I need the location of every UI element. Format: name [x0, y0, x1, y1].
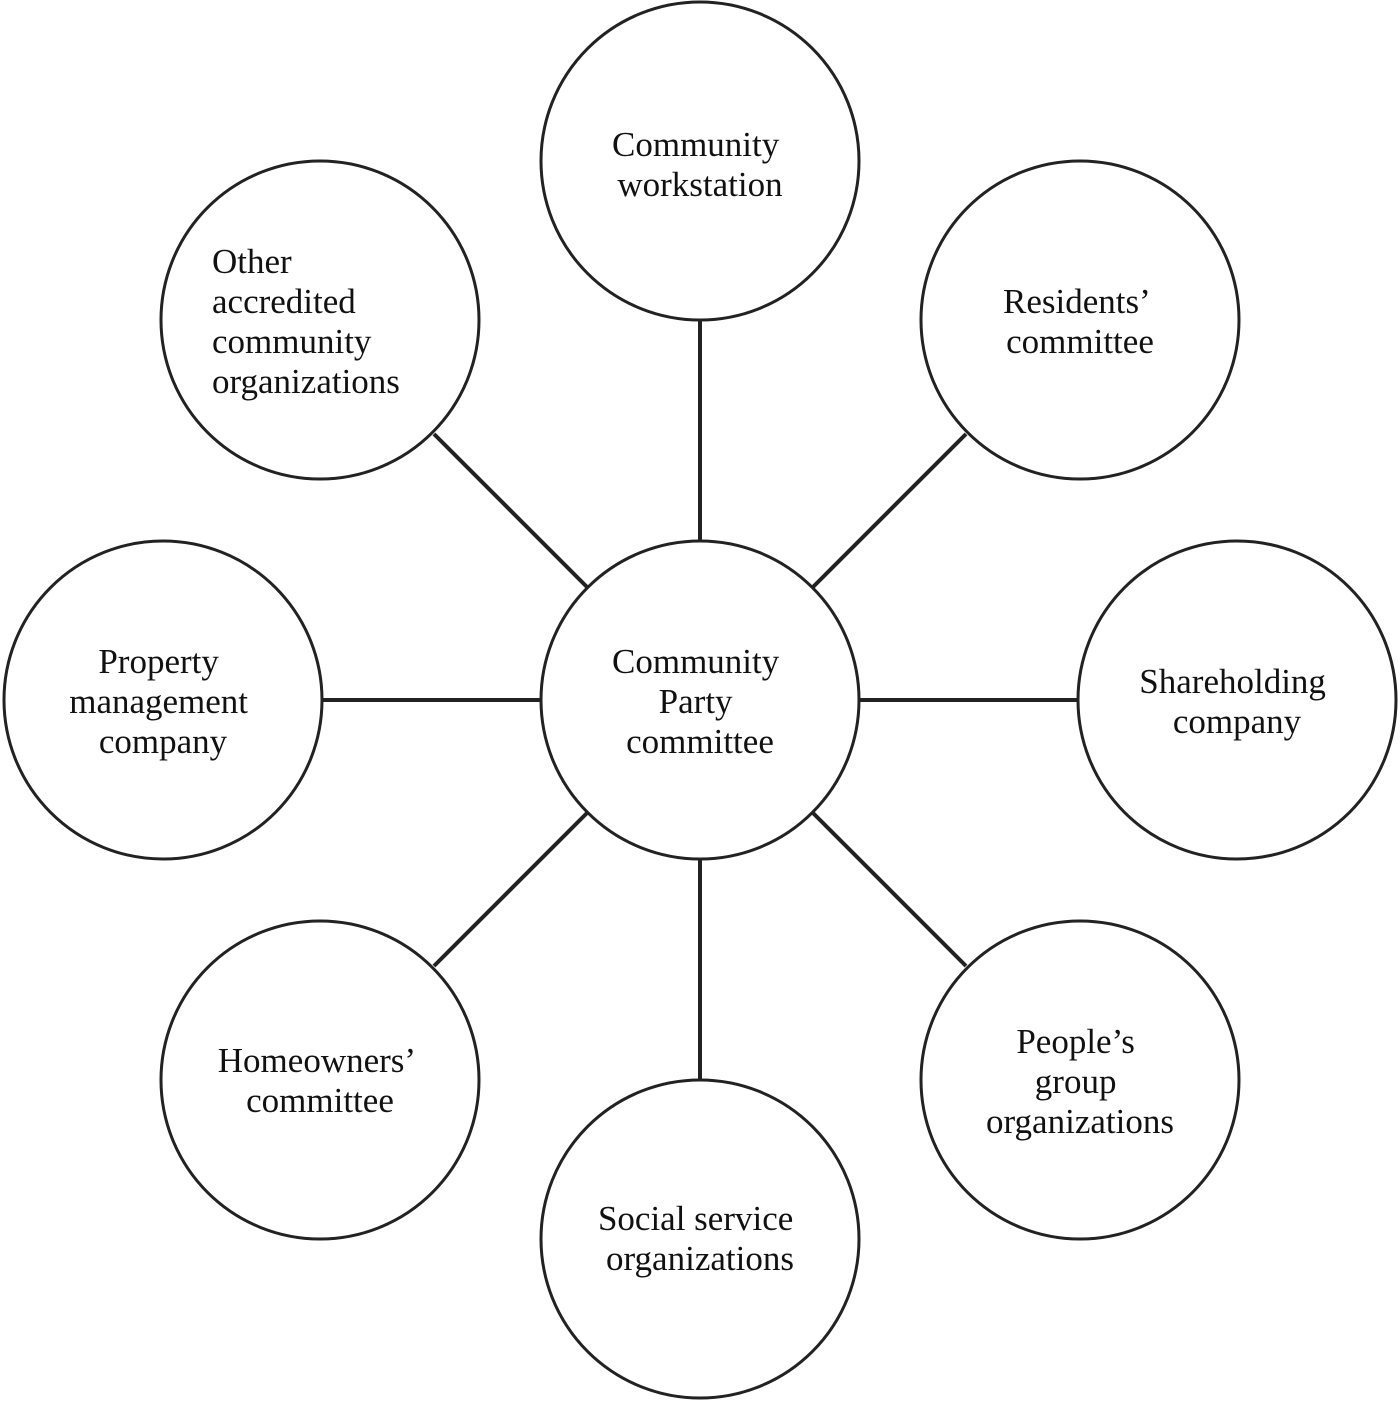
node-circle [159, 919, 481, 1241]
node-label-line: management [69, 682, 248, 721]
node-label-line: Property [98, 642, 219, 681]
node-label: Other accredited community organizations [212, 242, 400, 401]
node-label-line: organizations [606, 1239, 794, 1278]
node-label-line: workstation [617, 165, 782, 204]
node-circle [159, 159, 481, 481]
node-label-line: accredited [212, 282, 356, 321]
node-label: Community workstation [612, 125, 788, 204]
node-label: Community Party committee [612, 642, 788, 761]
node-label-line: Shareholding [1139, 662, 1326, 701]
connector-peoples-group-organizations [811, 811, 968, 968]
node-circle [539, 1078, 861, 1400]
node-label-line: committee [626, 722, 774, 761]
node-label: Property management company [69, 642, 257, 761]
node-label-line: company [1173, 702, 1302, 741]
connector-homeowners-committee [432, 811, 589, 968]
node-circle [2, 539, 324, 861]
node-label: Residents’ committee [1003, 282, 1157, 361]
node-label: Homeowners’ committee [218, 1041, 422, 1120]
node-label-line: People’s [1016, 1022, 1135, 1061]
node-social-service-organizations: Social service organizations [539, 1078, 861, 1400]
node-circle [1076, 539, 1398, 861]
node-label-line: organizations [986, 1102, 1174, 1141]
connector-other-accredited-community-organizations [432, 432, 589, 589]
node-shareholding-company: Shareholding company [1076, 539, 1398, 861]
node-peoples-group-organizations: People’s group organizations [919, 919, 1241, 1241]
node-label: People’s group organizations [986, 1022, 1174, 1141]
node-label-line: company [99, 722, 228, 761]
node-other-accredited-community-organizations: Other accredited community organizations [159, 159, 481, 481]
node-circle [919, 919, 1241, 1241]
node-label-line: committee [246, 1081, 394, 1120]
connectors [322, 318, 1078, 1080]
node-circle [539, 539, 861, 861]
node-community-party-committee: Community Party committee [539, 539, 861, 861]
node-label-line: Residents’ [1003, 282, 1148, 321]
node-label: Shareholding company [1139, 662, 1334, 741]
node-label-line: community [212, 322, 372, 361]
node-circle [539, 0, 861, 322]
node-label-line: committee [1006, 322, 1154, 361]
node-label-line: group [1035, 1062, 1117, 1101]
node-circle [919, 159, 1241, 481]
connector-residents-committee [811, 432, 968, 589]
node-label-line: Party [659, 682, 733, 721]
node-homeowners-committee: Homeowners’ committee [159, 919, 481, 1241]
node-label-line: Homeowners’ [218, 1041, 414, 1080]
node-label-line: Community [612, 125, 780, 164]
node-label-line: organizations [212, 362, 400, 401]
node-label-line: Other [212, 242, 292, 281]
node-residents-committee: Residents’ committee [919, 159, 1241, 481]
node-label-line: Social service [598, 1199, 793, 1238]
node-label: Social service organizations [598, 1199, 802, 1278]
node-community-workstation: Community workstation [539, 0, 861, 322]
node-property-management-company: Property management company [2, 539, 324, 861]
node-label-line: Community [612, 642, 780, 681]
